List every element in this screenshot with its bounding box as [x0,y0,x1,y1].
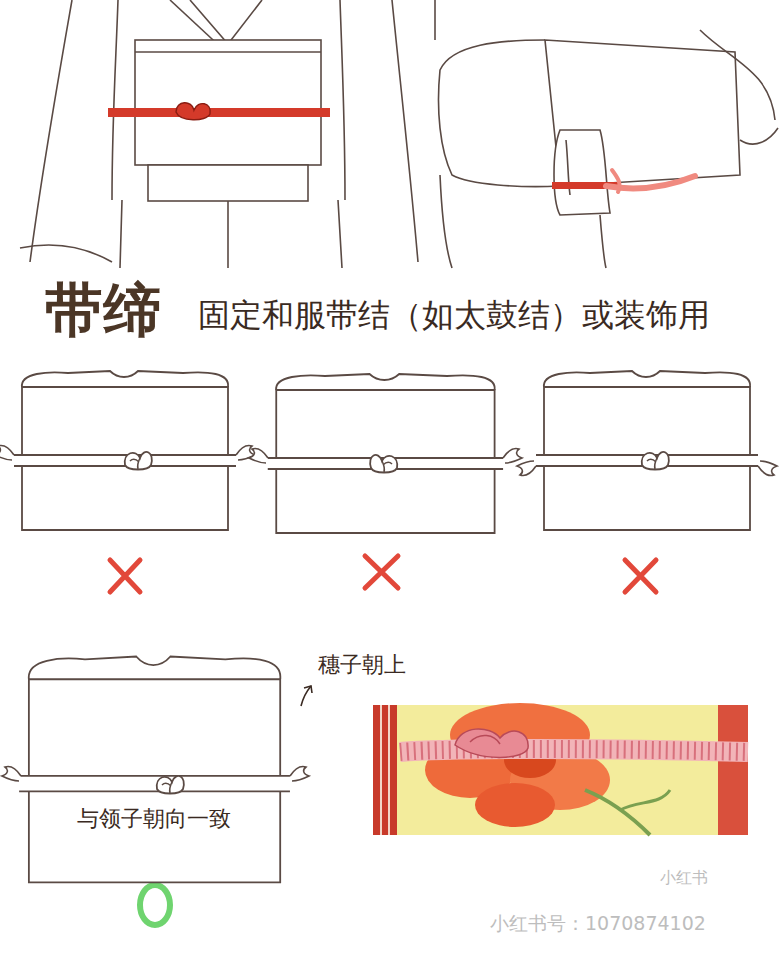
tassel-note: 穗子朝上 [318,652,406,678]
correct-mark [140,885,170,925]
obijime-side [552,170,695,192]
subtitle: 固定和服带结（如太鼓结）或装饰用 [198,296,710,334]
illustration-part [135,51,321,53]
illustration-part [373,705,397,835]
wrong-example [517,371,777,530]
illustration-part [110,560,140,592]
illustration-part [625,560,656,592]
title: 带缔 [45,276,161,346]
illustration-part [148,165,308,201]
illustration-part [470,735,500,744]
illustration-part [112,0,118,200]
illustration-part [135,40,321,165]
illustration-part [700,30,775,120]
illustration-part [400,749,748,752]
illustration-part [381,705,389,835]
leader-arrow [301,686,312,706]
obi-figure: 与领子朝向一致 [18,648,290,888]
wrong-example [249,374,522,533]
illustration-part [249,449,268,463]
illustration-part [400,749,748,752]
kimono-side [435,0,778,268]
obi-outline [18,648,290,888]
illustration-part [30,0,72,262]
illustration-part [434,0,436,40]
illustration-part [125,452,152,470]
illustration-part [176,103,210,120]
illustration-part [455,729,528,757]
tassel [290,767,309,781]
illustration-part [585,790,650,835]
illustration-part [612,170,620,192]
tassel [2,767,21,781]
wrong-example [0,371,255,530]
illustration-part [554,130,610,215]
illustration-part [740,128,778,144]
illustration-part [517,461,536,475]
illustration-part [536,371,758,530]
illustration-part [340,0,345,200]
illustration-part [301,686,311,706]
illustration-part [503,449,522,463]
illustration-part [108,108,330,117]
illustration-part [475,783,555,827]
illustration-part [718,705,748,835]
illustration-part [120,200,342,268]
kimono-front [20,0,418,268]
wrong-mark [110,556,656,592]
note-text: 与领子朝向一致 [77,806,231,832]
illustration-part [392,0,418,262]
illustration-part [190,0,262,44]
illustration-part [642,452,669,470]
illustration-part [20,245,112,262]
obijime-cord [108,103,330,120]
illustration-part [620,790,670,810]
watermark: 小红书号：1070874102 [490,912,706,935]
illustration-part [304,686,312,693]
illustration-part [0,446,14,460]
cord-knot [157,776,184,794]
illustration-part [365,556,398,588]
cord-photo [373,703,748,835]
illustration-part [370,455,397,473]
illustration-part [758,461,777,475]
watermark: 小红书 [660,868,708,887]
illustration-part [268,374,503,533]
obi-outline [19,657,290,883]
illustration-part [439,40,561,187]
illustration-part [14,371,236,530]
